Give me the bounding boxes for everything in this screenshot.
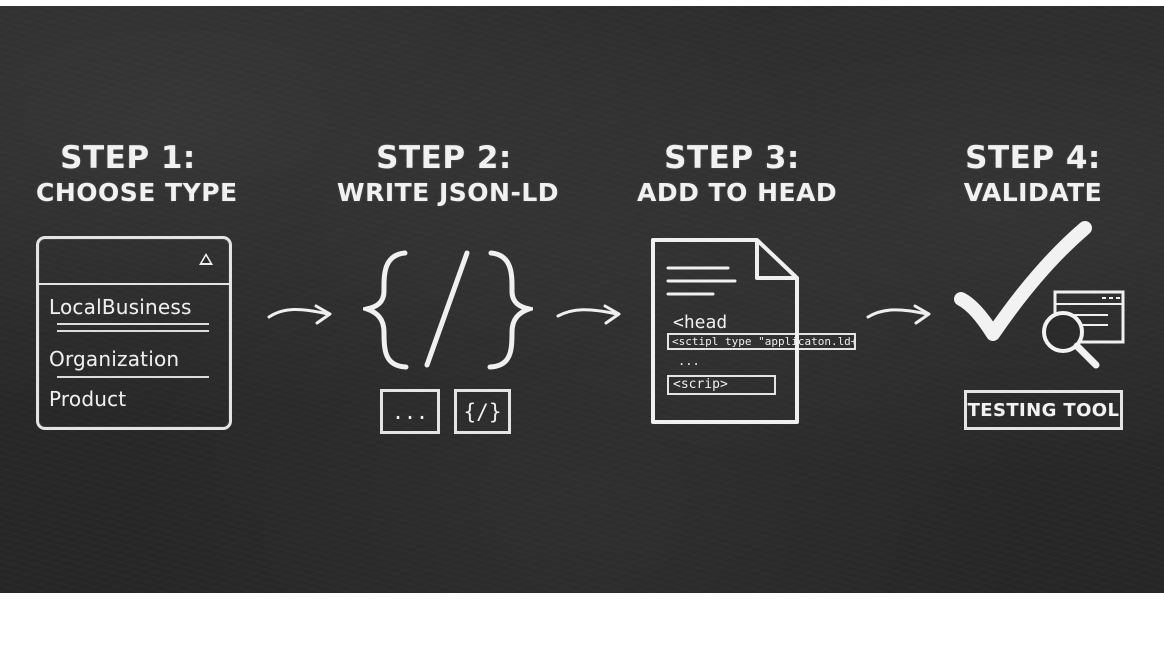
option-product[interactable]: Product (49, 387, 127, 411)
validation-graphic (954, 221, 1129, 376)
hand-drawn-arrow-icon (555, 300, 625, 330)
dropdown-header (39, 239, 229, 285)
magnifying-glass-icon (1042, 311, 1100, 369)
script-tag-box: <sctipl type "applicaton.ld+joav> (667, 333, 856, 350)
triangle-icon (199, 253, 213, 265)
checkmark-icon (954, 221, 1092, 341)
option-localbusiness[interactable]: LocalBusiness (49, 295, 192, 319)
step-4-subtitle: VALIDATE (963, 178, 1103, 207)
option-divider (57, 330, 209, 332)
step-3-title: STEP 3: ADD TO HEAD (637, 140, 838, 207)
step-1-title: STEP 1: CHOOSE TYPE (36, 140, 238, 207)
code-ellipsis-box: ... (380, 389, 440, 434)
step-2-subtitle: WRITE JSON-LD (337, 178, 560, 207)
option-organization[interactable]: Organization (49, 347, 180, 371)
bottom-band (0, 593, 1164, 655)
option-divider (57, 376, 209, 378)
head-tag: <head (673, 312, 728, 333)
step-4-label: STEP 4: (965, 140, 1101, 176)
code-snippet-box: {/} (454, 389, 511, 434)
testing-tool-button[interactable]: TESTING TOOL (964, 390, 1123, 430)
step-1-label: STEP 1: (60, 140, 196, 176)
step-2-label: STEP 2: (376, 140, 512, 176)
step-3-label: STEP 3: (664, 140, 800, 176)
step-2-title: STEP 2: WRITE JSON-LD (337, 140, 560, 207)
script-close-box: <scrip> (667, 375, 776, 395)
schema-type-dropdown[interactable]: LocalBusiness Organization Product (36, 236, 232, 430)
code-brackets-icon (357, 246, 539, 374)
code-ellipsis: ... (678, 354, 700, 368)
step-4-title: STEP 4: VALIDATE (962, 140, 1104, 207)
hand-drawn-arrow-icon (266, 300, 336, 330)
chalkboard: STEP 1: CHOOSE TYPE STEP 2: WRITE JSON-L… (0, 6, 1164, 593)
hand-drawn-arrow-icon (865, 300, 935, 330)
step-3-subtitle: ADD TO HEAD (637, 178, 838, 207)
option-divider (57, 323, 209, 325)
document-icon: <head <sctipl type "applicaton.ld+joav> … (649, 236, 856, 426)
step-1-subtitle: CHOOSE TYPE (36, 178, 238, 207)
